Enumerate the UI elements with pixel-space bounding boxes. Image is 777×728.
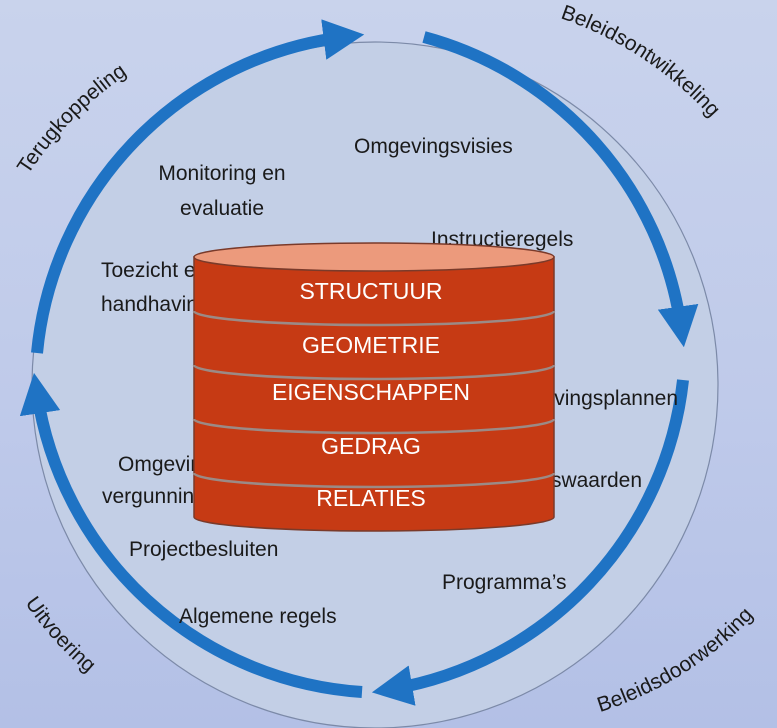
cylinder-top — [193, 242, 555, 272]
cycle-arrow-bottom-right — [371, 379, 689, 706]
layer-geometrie: GEOMETRIE — [302, 332, 440, 358]
layer-divider — [192, 310, 556, 327]
instrument-omgevingsvisies: Omgevingsvisies — [354, 135, 513, 158]
cycle-arrow-right — [422, 31, 699, 348]
svg-text:Uitvoering: Uitvoering — [21, 593, 100, 677]
instrument-toezicht-line1: Toezicht en — [101, 259, 207, 282]
database-cylinder: STRUCTUUR GEOMETRIE EIGENSCHAPPEN GEDRAG… — [192, 242, 556, 532]
instrument-monitoring-line2: evaluatie — [180, 197, 264, 220]
instrument-algemene-regels: Algemene regels — [179, 605, 337, 628]
cylinder-body — [193, 256, 555, 532]
layer-divider — [192, 418, 556, 435]
layer-relaties: RELATIES — [316, 485, 426, 511]
cycle-arrow-left — [19, 372, 363, 698]
layer-gedrag: GEDRAG — [321, 433, 421, 459]
instrument-toezicht-line2: handhaving — [101, 293, 210, 316]
layer-divider — [192, 364, 556, 381]
layer-divider — [192, 472, 556, 489]
layer-structuur: STRUCTUUR — [299, 278, 442, 304]
layer-eigenschappen: EIGENSCHAPPEN — [272, 379, 470, 405]
phase-label-beleidsontwikkeling: Beleidsontwikkeling — [558, 1, 724, 121]
svg-text:Beleidsontwikkeling: Beleidsontwikkeling — [558, 1, 724, 121]
instrument-monitoring-line1: Monitoring en — [158, 162, 285, 185]
phase-label-uitvoering: Uitvoering — [21, 593, 100, 677]
instrument-projectbesluiten: Projectbesluiten — [129, 538, 278, 561]
instrument-programmas: Programma’s — [442, 571, 566, 594]
cycle-arrow-top — [31, 19, 365, 354]
